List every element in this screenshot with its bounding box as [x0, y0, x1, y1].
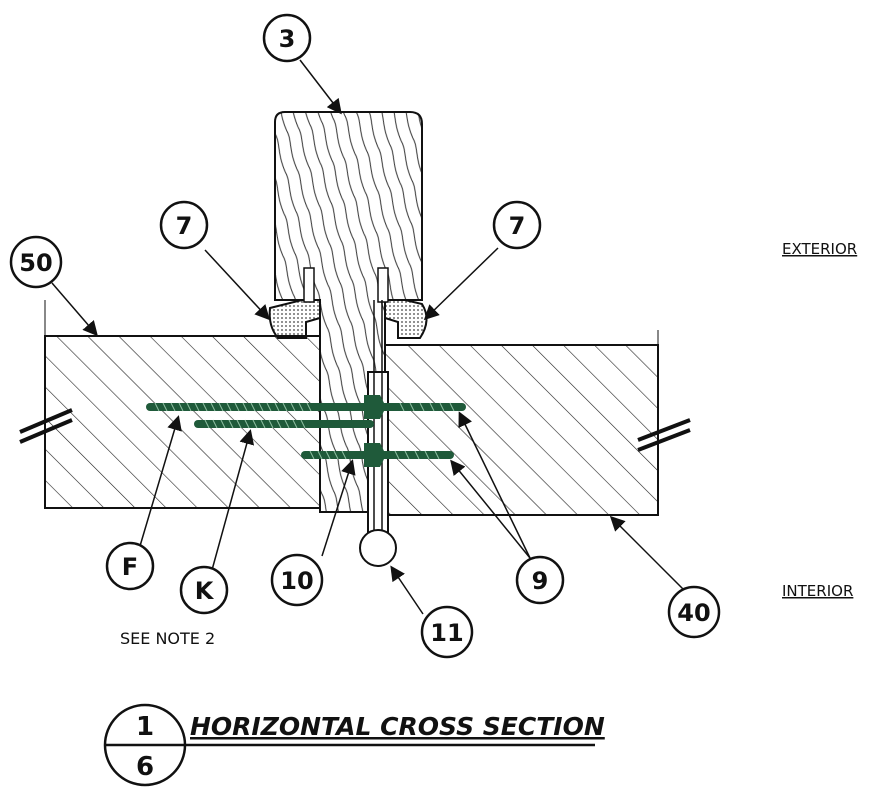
- svg-text:F: F: [122, 553, 138, 581]
- detail-number: 1: [136, 712, 154, 742]
- see-note-label: SEE NOTE 2: [120, 629, 215, 648]
- section-title-symbol: 1 6: [103, 703, 595, 787]
- wood-post-3: [274, 111, 423, 513]
- round-bead-11: [359, 529, 397, 567]
- screw-heads: [364, 395, 386, 467]
- svg-text:K: K: [195, 577, 215, 605]
- gasket-right: [377, 267, 428, 339]
- svg-text:7: 7: [176, 212, 193, 240]
- leader-lines: [51, 59, 685, 615]
- callout-k: K: [179, 565, 229, 615]
- callout-3: 3: [262, 13, 312, 63]
- sheet-number: 6: [136, 752, 154, 782]
- svg-text:3: 3: [279, 25, 296, 53]
- callout-40: 40: [667, 585, 721, 639]
- svg-text:9: 9: [532, 567, 549, 595]
- break-mark-right: [637, 418, 691, 452]
- exterior-label: EXTERIOR: [782, 240, 857, 258]
- callout-50: 50: [9, 235, 63, 289]
- svg-text:7: 7: [509, 212, 526, 240]
- wall-panel-40: [384, 344, 659, 516]
- interior-label: INTERIOR: [782, 582, 853, 600]
- callout-7-left: 7: [159, 200, 209, 250]
- screw-threads: [154, 402, 455, 460]
- svg-text:10: 10: [280, 567, 313, 595]
- svg-text:50: 50: [19, 249, 52, 277]
- callout-9: 9: [515, 555, 565, 605]
- callout-11: 11: [420, 605, 474, 659]
- callout-f: F: [105, 541, 155, 591]
- callout-10: 10: [270, 553, 324, 607]
- svg-text:11: 11: [430, 619, 463, 647]
- drawing-title: HORIZONTAL CROSS SECTION: [190, 712, 605, 741]
- svg-text:40: 40: [677, 599, 710, 627]
- break-mark-left: [19, 408, 73, 444]
- callout-7-right: 7: [492, 200, 542, 250]
